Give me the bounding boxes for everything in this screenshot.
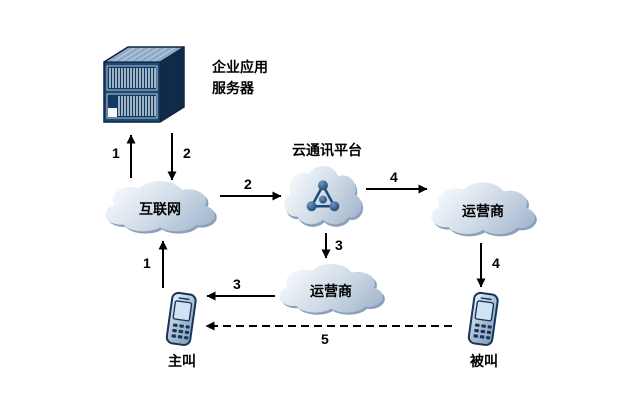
edge-label-internet-to-platform: 2 (244, 176, 252, 192)
edge-label-caller-to-internet: 1 (143, 255, 151, 271)
edge-label-internet-to-server: 1 (112, 145, 120, 161)
edge-label-carrier-right-to-callee: 4 (492, 255, 500, 271)
edge-label-platform-to-carrier-bottom: 3 (335, 237, 343, 253)
edge-label-media-path: 5 (321, 331, 329, 347)
callee-phone-icon (460, 288, 508, 353)
platform-cloud (282, 160, 364, 232)
carrier-bottom-label: 运营商 (310, 283, 352, 299)
internet-label: 互联网 (139, 201, 181, 217)
carrier-right-label: 运营商 (462, 203, 504, 219)
carrier-bottom-cloud: 运营商 (276, 259, 386, 319)
server-label: 企业应用 服务器 (212, 59, 268, 96)
caller-phone-icon (158, 288, 206, 353)
server-3d-icon (103, 46, 185, 123)
edge-label-carrier-bottom-to-caller: 3 (233, 276, 241, 292)
callee-label: 被叫 (470, 353, 498, 369)
mobile-phone-icon (460, 288, 508, 353)
enterprise-server-icon (98, 40, 202, 128)
caller-label: 主叫 (168, 353, 196, 369)
edge-label-server-to-internet: 2 (183, 145, 191, 161)
network-nodes-icon (306, 180, 340, 212)
mobile-phone-icon (158, 288, 206, 353)
carrier-right-cloud: 运营商 (428, 177, 538, 241)
internet-cloud: 互联网 (102, 176, 218, 238)
platform-title: 云通讯平台 (292, 142, 362, 158)
edge-label-platform-to-carrier-right: 4 (390, 169, 398, 185)
